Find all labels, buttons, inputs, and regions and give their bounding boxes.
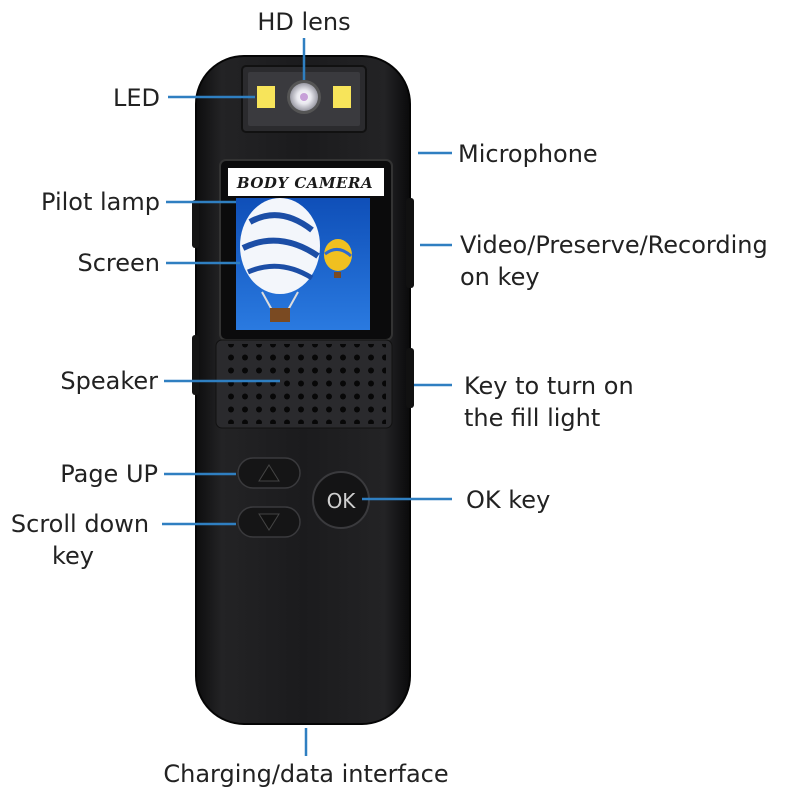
label-video-key-line1: Video/Preserve/Recording xyxy=(460,231,768,259)
scroll-down-button[interactable] xyxy=(237,506,301,538)
label-ok-key: OK key xyxy=(466,486,551,514)
down-triangle-icon xyxy=(258,513,280,531)
label-screen: Screen xyxy=(77,249,160,277)
fill-light-side-button[interactable] xyxy=(406,348,414,408)
label-speaker: Speaker xyxy=(60,367,158,395)
label-microphone: Microphone xyxy=(458,140,598,168)
screen: BODY CAMERA xyxy=(219,159,393,341)
label-page-up: Page UP xyxy=(60,460,158,488)
label-scroll-down-line2: key xyxy=(52,542,95,570)
label-video-key-line2: on key xyxy=(460,263,540,291)
balloon-image xyxy=(240,198,353,322)
video-side-button[interactable] xyxy=(406,198,414,288)
leader-lines xyxy=(162,38,452,756)
page-up-button[interactable] xyxy=(237,457,301,489)
label-fill-light-line1: Key to turn on xyxy=(464,372,634,400)
lens-module xyxy=(241,65,367,133)
ok-button[interactable]: OK xyxy=(312,471,370,529)
led-left xyxy=(257,86,275,108)
speaker-grille xyxy=(215,339,393,429)
label-fill-light-line2: the fill light xyxy=(464,404,601,432)
label-led: LED xyxy=(112,84,160,112)
label-scroll-down-key: Scroll down key xyxy=(0,508,160,572)
up-triangle-icon xyxy=(258,464,280,482)
ok-button-text: OK xyxy=(327,489,357,513)
label-video-key: Video/Preserve/Recording on key xyxy=(460,229,796,293)
label-fill-light-key: Key to turn on the fill light xyxy=(464,370,704,434)
label-pilot-lamp: Pilot lamp xyxy=(41,188,160,216)
led-right xyxy=(333,86,351,108)
screen-brand-text: BODY CAMERA xyxy=(236,174,373,192)
label-hd-lens: HD lens xyxy=(257,8,351,36)
label-charging-interface: Charging/data interface xyxy=(163,760,449,788)
label-scroll-down-line1: Scroll down xyxy=(10,510,150,538)
